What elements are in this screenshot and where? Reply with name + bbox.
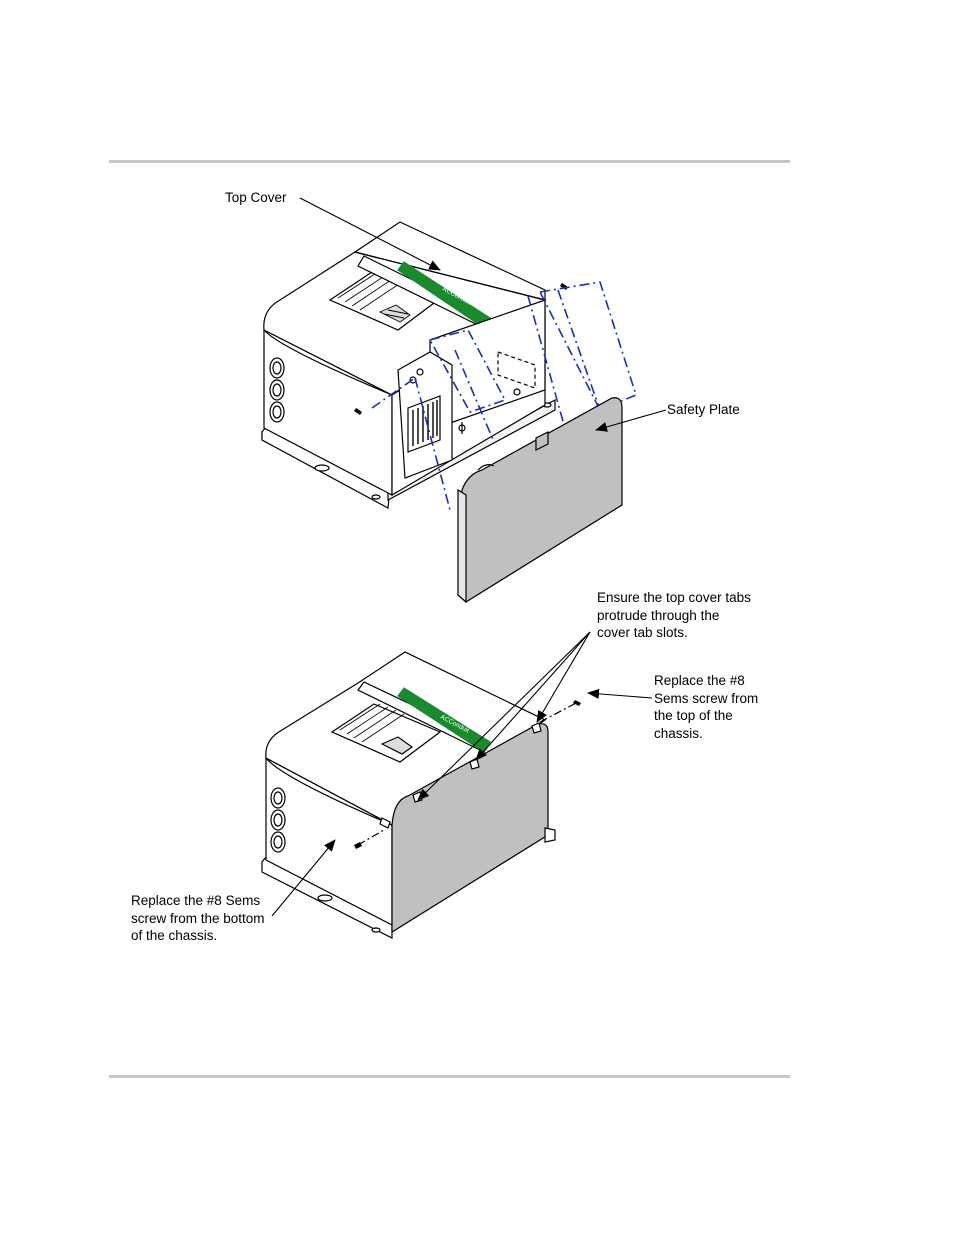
safety-plate <box>457 397 623 604</box>
bottom-screw-note: Replace the #8 Sems screw from the botto… <box>131 893 265 943</box>
footer-rule <box>109 1075 790 1078</box>
header-rule <box>109 160 790 163</box>
screws <box>354 700 581 849</box>
safety-plate-label: Safety Plate <box>667 402 740 417</box>
top-screw-note: Replace the #8 Sems screw from the top o… <box>654 673 759 741</box>
top-cover-label: Top Cover <box>225 190 287 205</box>
leader-lines <box>271 197 667 917</box>
cover-tabs-note: Ensure the top cover tabs protrude throu… <box>597 590 751 640</box>
